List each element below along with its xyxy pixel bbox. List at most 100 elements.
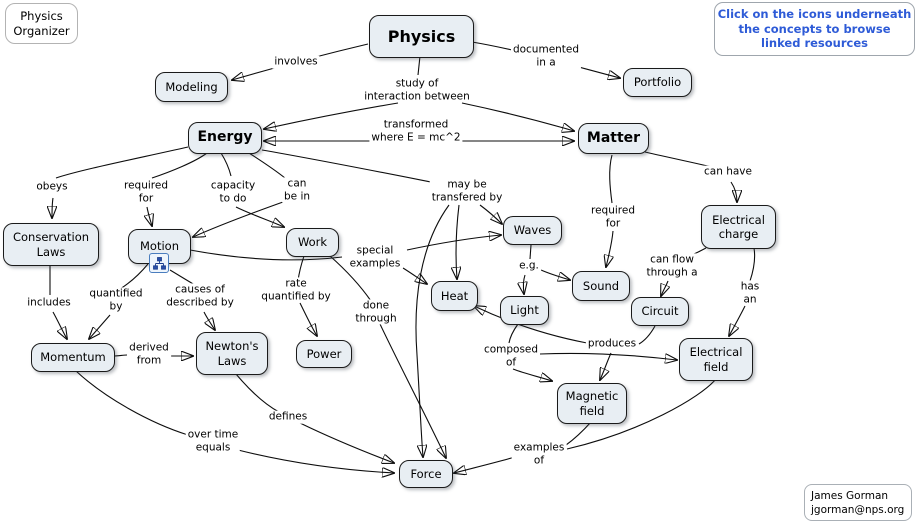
org-chart-icon [152,256,166,270]
edge-obeys-conservation-laws [52,197,53,218]
edge-canflow-circuit [661,280,668,296]
phrase-causes-of: causes of described by [164,283,236,309]
edge-motion-special-stem [189,249,343,261]
phrase-eg: e.g. [517,259,541,273]
author-box: James Gorman jgorman@nps.org [804,484,912,521]
edge-energy-requiredfor-stem [151,152,208,179]
phrase-may-be-transfered: may be transfered by [429,178,505,204]
edge-study-matter [461,102,574,131]
edge-produces-heat [474,306,588,344]
edge-canhave-charge [730,181,737,202]
edge-overtime-force [237,449,394,473]
edge-maybe-waves [479,204,502,224]
edge-light-composed-stem [508,323,519,344]
edge-work-done-stem [329,255,372,302]
node-electrical-field[interactable]: Electrical field [679,338,753,381]
node-heat[interactable]: Heat [431,281,478,311]
phrase-defines: defines [266,410,310,424]
phrase-obeys: obeys [34,180,70,194]
phrase-examples-of: examples of [511,441,567,467]
edge-defines-force [299,422,394,463]
node-power[interactable]: Power [296,340,352,368]
node-matter[interactable]: Matter [578,123,649,154]
edge-eg-light [523,274,525,294]
edge-examples-force [454,456,516,473]
edge-maybe-force [415,204,450,457]
edge-rate-power [299,302,317,336]
edge-requiredfor-motion [147,206,152,226]
node-conservation-laws[interactable]: Conservation Laws [3,223,99,266]
edge-energy-maybe-stem [261,149,442,185]
author-name: James Gorman [811,490,889,502]
node-newtons-laws[interactable]: Newton's Laws [196,332,268,375]
edge-energy-canbein-stem [248,152,286,179]
edge-special-waves [406,235,501,251]
phrase-can-have: can have [702,165,754,179]
edge-circuit-produces-stem [638,325,656,345]
node-modeling[interactable]: Modeling [155,72,228,102]
edge-canbein-motion [193,201,284,237]
node-momentum[interactable]: Momentum [31,343,115,372]
edge-hasan-efield [729,305,746,336]
node-electrical-charge[interactable]: Electrical charge [701,205,776,249]
phrase-done-through: done through [353,299,399,325]
edge-composed-magfield [512,368,552,381]
edge-maybe-heat [456,204,459,279]
node-force[interactable]: Force [399,460,453,488]
node-magnetic-field[interactable]: Magnetic field [557,383,627,424]
edge-required-sound [606,230,613,267]
phrase-study-of: study of interaction between [362,77,472,103]
edge-momentum-overtime-stem [75,370,189,436]
edge-quantified-momentum [89,314,111,339]
phrase-required-for-energy: required for [122,179,170,205]
edge-capacity-work [235,206,284,227]
phrase-can-flow-through: can flow through a [644,253,700,279]
phrase-involves: involves [272,55,320,69]
edge-composed-efield [539,352,677,360]
edge-charge-hasan-stem [749,247,756,282]
phrase-derived-from: derived from [127,341,171,367]
node-sound[interactable]: Sound [572,271,630,301]
node-physics[interactable]: Physics [369,15,474,58]
edge-newtons-defines-stem [235,373,280,413]
phrase-can-be-in: can be in [281,177,313,203]
motion-resource-icon[interactable] [149,253,169,273]
edge-study-energy [264,102,399,129]
edge-magfield-examples-stem [565,421,592,446]
edge-physics-study-stem [417,55,421,76]
phrase-transformed: transformed where E = mc^2 [369,118,463,144]
edge-motion-quantified-stem [119,263,149,290]
edge-matter-required-stem [609,154,613,204]
edge-causes-newtons [203,311,215,330]
phrase-includes: includes [25,296,73,310]
edge-momentum-derived-stem [113,354,128,357]
edge-energy-capacity-stem [220,152,232,177]
node-light[interactable]: Light [500,296,549,325]
node-energy[interactable]: Energy [188,122,262,154]
phrase-over-time-equals: over time equals [185,428,241,454]
edge-waves-eg-stem [529,244,532,260]
phrase-has-an: has an [738,280,762,306]
phrase-produces: produces [585,337,639,351]
phrase-composed-of: composed of [481,343,541,369]
edge-includes-momentum [52,311,67,339]
node-work[interactable]: Work [286,228,339,257]
instruction-note: Click on the icons underneath the concep… [714,2,915,56]
phrase-quantified-by: quantified by [87,287,145,313]
edge-energy-obeys-stem [55,146,189,179]
phrase-capacity-to-do: capacity to do [208,179,258,205]
node-waves[interactable]: Waves [503,216,562,245]
phrase-rate-quantified-by: rate quantified by [259,277,333,303]
map-title-box: Physics Organizer [5,3,78,44]
node-circuit[interactable]: Circuit [631,297,689,326]
phrase-special-examples: special examples [347,244,403,270]
edge-special-heat [402,267,427,284]
node-portfolio[interactable]: Portfolio [623,68,692,97]
author-email: jgorman@nps.org [811,504,905,517]
edge-produces-magfield [600,352,612,380]
edge-eg-sound [540,269,570,280]
edge-done-force [379,323,446,458]
phrase-documented-in-a: documented in a [510,43,582,69]
phrase-required-for-matter: required for [589,204,637,230]
